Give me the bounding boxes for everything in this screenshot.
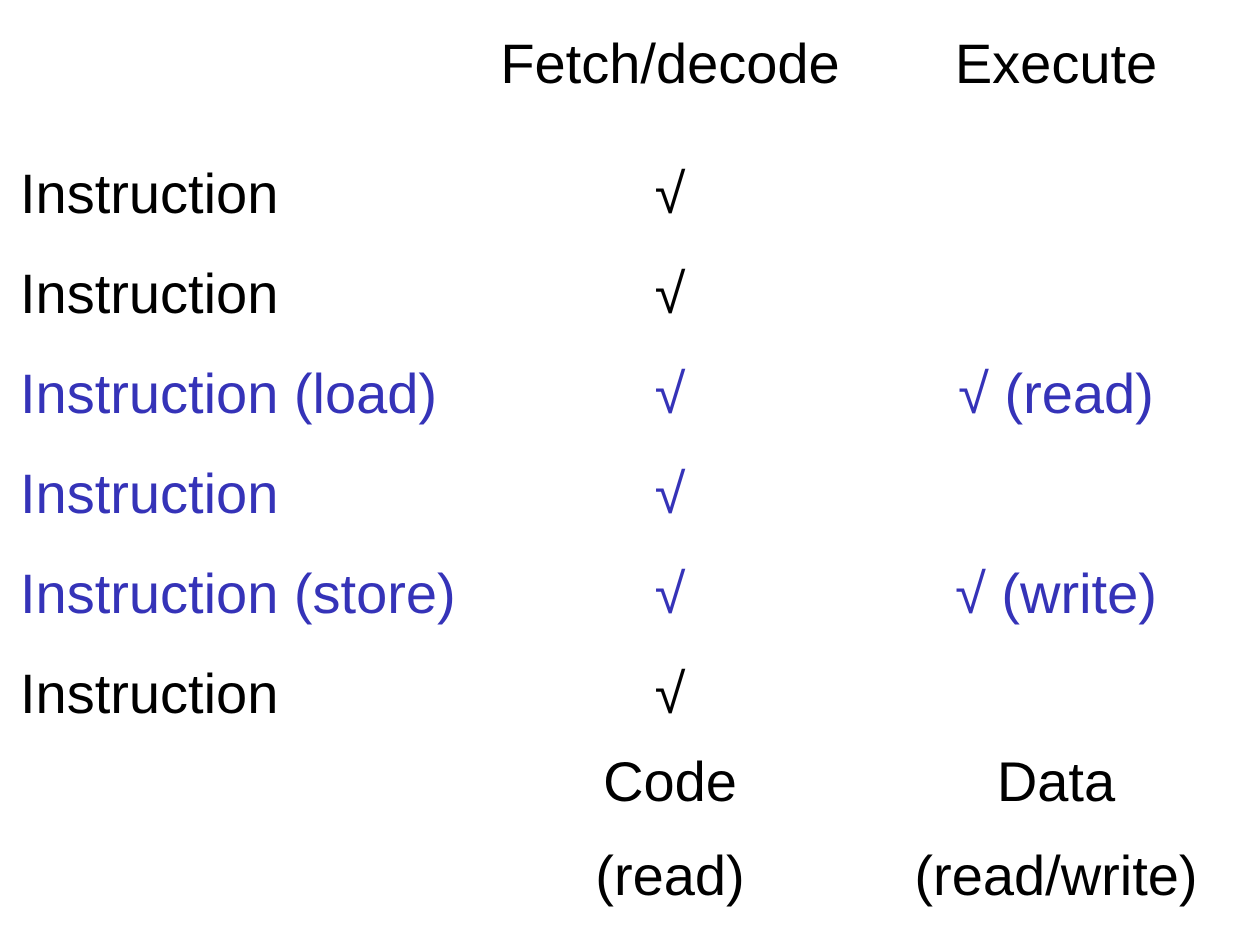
instruction-label: Instruction (load): [20, 362, 438, 425]
fetch-checkmark: √: [654, 162, 686, 225]
execute-checkmark: √ (write): [955, 562, 1157, 625]
footer-code-sublabel: (read): [595, 844, 745, 907]
fetch-checkmark: √: [654, 662, 686, 725]
fetch-checkmark: √: [654, 562, 686, 625]
fetch-checkmark: √: [654, 262, 686, 325]
header-fetch-decode: Fetch/decode: [500, 32, 840, 95]
instruction-label: Instruction: [20, 262, 279, 325]
fetch-checkmark: √: [654, 362, 686, 425]
table-row: Instruction (load) √ √ (read): [0, 360, 1242, 428]
footer-code-label: Code: [603, 750, 737, 813]
table-row: Instruction (store) √ √ (write): [0, 560, 1242, 628]
fetch-checkmark: √: [654, 462, 686, 525]
footer-data-label: Data: [996, 750, 1116, 813]
instruction-label: Instruction (store): [20, 562, 456, 625]
instruction-label: Instruction: [20, 162, 279, 225]
footer-row-labels: Code Data: [0, 748, 1242, 816]
header-execute: Execute: [954, 32, 1158, 95]
instruction-label: Instruction: [20, 662, 279, 725]
column-header-row: Fetch/decode Execute: [0, 30, 1242, 98]
table-row: Instruction √: [0, 460, 1242, 528]
footer-row-sublabels: (read) (read/write): [0, 842, 1242, 910]
table-row: Instruction √: [0, 660, 1242, 728]
table-row: Instruction √: [0, 160, 1242, 228]
execute-checkmark: √ (read): [958, 362, 1154, 425]
table-row: Instruction √: [0, 260, 1242, 328]
instruction-label: Instruction: [20, 462, 279, 525]
footer-data-sublabel: (read/write): [914, 844, 1198, 907]
